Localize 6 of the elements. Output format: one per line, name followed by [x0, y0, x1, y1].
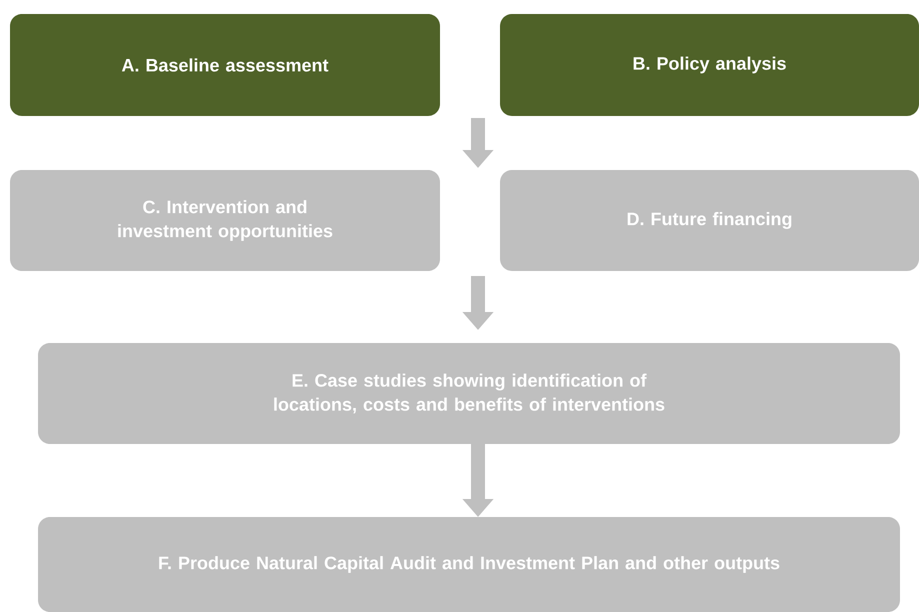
process-box: F. Produce Natural Capital Audit and Investment Plan and other outputs: [38, 517, 900, 612]
heading-box: A. Baseline assessment: [10, 14, 440, 116]
process-box: D. Future financing: [500, 170, 919, 271]
process-box: C. Intervention and investment opportunities: [10, 170, 440, 271]
process-box: E. Case studies showing identification of locations, costs and benefits of interventions: [38, 343, 900, 444]
heading-box: B. Policy analysis: [500, 14, 919, 116]
